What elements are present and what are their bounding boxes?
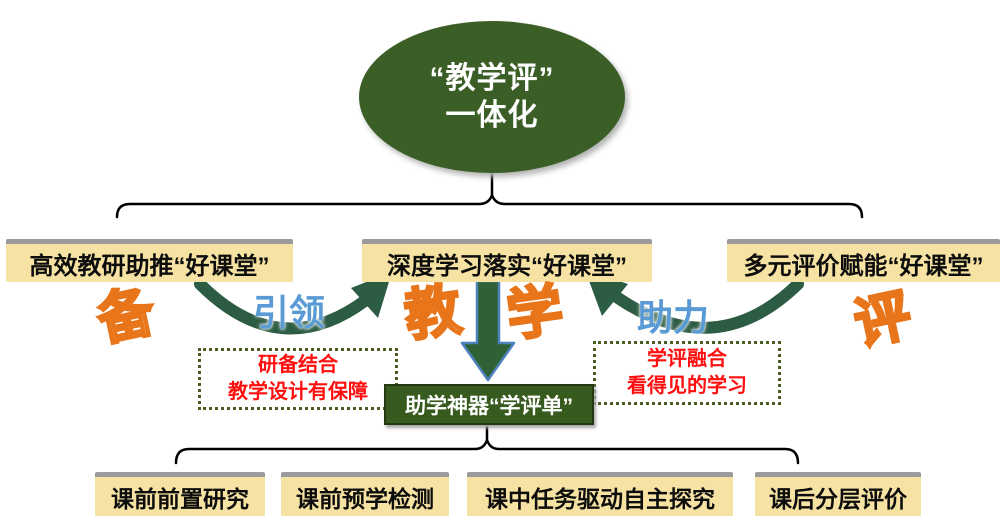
phase-box-pre-class-research: 课前前置研究 bbox=[95, 472, 265, 516]
central-topic-ellipse: “教学评” 一体化 bbox=[359, 21, 625, 173]
phase-box-pre-class-test: 课前预学检测 bbox=[281, 472, 449, 516]
stage-char-learn: 学 bbox=[502, 276, 569, 349]
phase-box-after-class-evaluation: 课后分层评价 bbox=[755, 472, 921, 516]
note-left-line2: 教学设计有保障 bbox=[228, 381, 368, 403]
swoosh-left-arrow bbox=[194, 278, 372, 335]
top-brace bbox=[115, 191, 864, 219]
phase-box-in-class-inquiry: 课中任务驱动自主探究 bbox=[467, 472, 733, 516]
branch-box-teaching-research: 高效教研助推“好课堂” bbox=[6, 239, 293, 282]
central-topic-line1: “教学评” bbox=[429, 61, 555, 95]
arrow-label-lead: 引领 bbox=[253, 292, 326, 333]
stage-char-teach: 教 bbox=[400, 276, 467, 349]
tool-box-evaluation-sheet: 助学神器“学评单” bbox=[384, 384, 594, 425]
arrow-label-assist: 助力 bbox=[637, 297, 710, 338]
note-left-line1: 研备结合 bbox=[258, 354, 338, 376]
note-right-line2: 看得见的学习 bbox=[627, 375, 747, 397]
down-arrow bbox=[460, 279, 516, 382]
bottom-brace bbox=[174, 436, 800, 465]
note-right-line1: 学评融合 bbox=[647, 348, 727, 370]
central-topic-line2: 一体化 bbox=[445, 99, 539, 132]
swoosh-left-arrowhead bbox=[351, 272, 392, 318]
branch-box-deep-learning: 深度学习落实“好课堂” bbox=[362, 239, 652, 282]
note-box-research-prepare: 研备结合 教学设计有保障 bbox=[198, 348, 398, 410]
stage-char-prepare: 备 bbox=[91, 278, 161, 354]
stage-char-evaluate: 评 bbox=[848, 282, 918, 358]
note-box-learn-evaluate: 学评融合 看得见的学习 bbox=[593, 341, 781, 405]
swoosh-right-arrow bbox=[612, 278, 804, 334]
branch-box-evaluation: 多元评价赋能“好课堂” bbox=[727, 239, 1000, 282]
